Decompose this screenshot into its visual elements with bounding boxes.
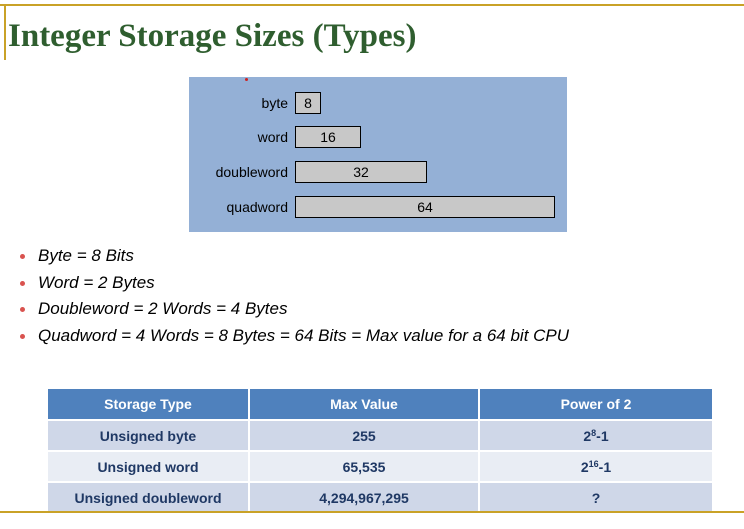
bullet-text: Quadword = 4 Words = 8 Bytes = 64 Bits =… [38,325,570,345]
storage-size-diagram: byte 8 word 16 doubleword 32 quadword 64 [189,77,567,232]
bullet-list: Byte = 8 Bits Word = 2 Bytes Doubleword … [18,246,569,352]
red-marker [245,78,248,81]
cell-power-of-2: 216-1 [479,450,712,482]
title-accent [4,4,6,60]
header-power-of-2: Power of 2 [479,389,712,420]
bullet-item: Word = 2 Bytes [18,273,569,300]
power-exponent: 8 [591,427,597,438]
table-row: Unsigned byte 255 28-1 [48,419,712,451]
cell-storage-type: Unsigned word [48,450,250,482]
bullet-item: Doubleword = 2 Words = 4 Bytes [18,299,569,326]
bottom-rule [0,511,744,513]
bullet-text: Word = 2 Bytes [38,272,155,292]
doubleword-box: 32 [295,161,427,183]
bullet-dot [20,307,25,312]
cell-power-of-2: ? [479,481,712,512]
doubleword-label: doubleword [215,164,288,180]
cell-storage-type: Unsigned byte [48,419,250,451]
page-title: Integer Storage Sizes (Types) [8,18,417,54]
byte-label: byte [261,95,288,111]
power-base: 2 [583,427,592,444]
cell-max-value: 255 [249,419,480,451]
table-header-row: Storage Type Max Value Power of 2 [48,389,712,420]
table-row: Unsigned word 65,535 216-1 [48,450,712,482]
bullet-item: Byte = 8 Bits [18,246,569,273]
cell-max-value: 65,535 [249,450,480,482]
word-box: 16 [295,126,361,148]
cell-max-value: 4,294,967,295 [249,481,480,512]
cell-storage-type: Unsigned doubleword [48,481,250,512]
quadword-box: 64 [295,196,555,218]
bullet-dot [20,254,25,259]
power-base: 2 [580,458,589,475]
word-label: word [257,129,288,145]
bullet-text: Doubleword = 2 Words = 4 Bytes [38,299,288,318]
bullet-dot [20,280,25,286]
cell-power-of-2: 28-1 [479,419,712,451]
bullet-item: Quadword = 4 Words = 8 Bytes = 64 Bits =… [18,326,569,353]
bullet-dot [20,333,25,339]
top-rule [0,4,744,6]
header-max-value: Max Value [249,389,480,420]
byte-box: 8 [295,92,321,114]
table-row: Unsigned doubleword 4,294,967,295 ? [48,481,712,512]
bullet-text: Byte = 8 Bits [38,246,134,265]
power-suffix: -1 [598,458,612,475]
power-base: ? [591,489,601,506]
power-suffix: -1 [596,427,609,444]
header-storage-type: Storage Type [48,389,250,420]
power-exponent: 16 [588,458,599,469]
storage-table: Storage Type Max Value Power of 2 Unsign… [48,389,712,512]
quadword-label: quadword [226,199,289,215]
